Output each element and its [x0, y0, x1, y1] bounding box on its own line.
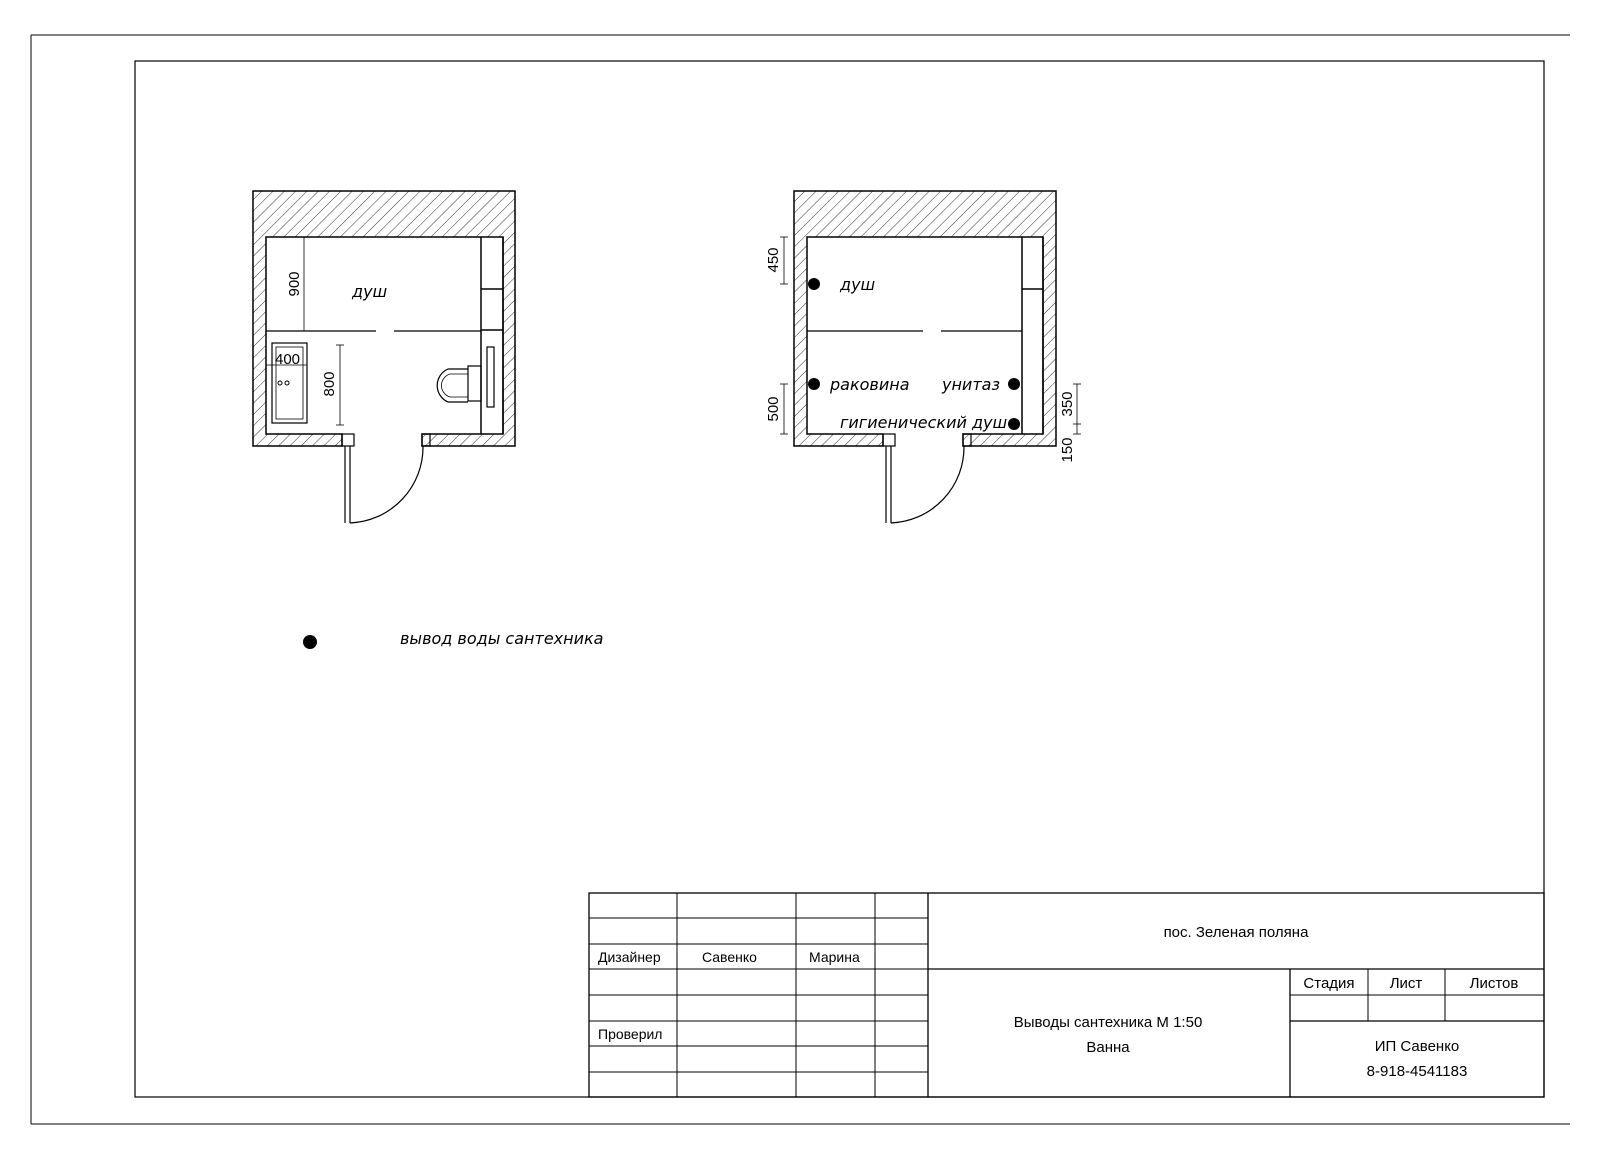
plan-left: душ 900 400 800 [252, 190, 516, 524]
dim-sink-width: 400 [275, 351, 300, 368]
shower-partition [480, 237, 504, 434]
door-left [341, 433, 431, 524]
water-outlet-toilet [1008, 378, 1020, 390]
legend: вывод воды сантехника [303, 629, 603, 649]
sink-drain [277, 380, 283, 386]
tb-company: ИП Савенко [1375, 1038, 1460, 1055]
title-block [588, 892, 1545, 1098]
label-shower-right: душ [839, 275, 876, 294]
water-outlet-shower [808, 278, 820, 290]
dim-sink-depth: 800 [321, 371, 338, 396]
tb-sheet-title: Выводы сантехника М 1:50 [1014, 1014, 1203, 1031]
label-shower-left: душ [351, 282, 388, 301]
sink-fixture [271, 342, 308, 424]
sink-tap [284, 380, 290, 386]
door-right [882, 433, 972, 524]
tb-stage-label: Стадия [1303, 975, 1354, 992]
water-outlet-bidet-shower [1008, 418, 1020, 430]
dim-bidet-height: 350 [1059, 391, 1076, 416]
tb-project: пос. Зеленая поляна [1164, 924, 1310, 941]
tb-sheets-label: Листов [1470, 975, 1519, 992]
label-sink: раковина [829, 375, 910, 394]
toilet-fixture [436, 346, 495, 408]
tb-designer-label: Дизайнер [598, 949, 661, 965]
dim-sink-height: 500 [765, 396, 782, 421]
tb-room: Ванна [1086, 1039, 1130, 1056]
tb-checked-label: Проверил [598, 1026, 662, 1042]
plan-right: душ раковина унитаз гигиенический душ 45… [765, 190, 1081, 524]
partition-right [1021, 237, 1044, 434]
dim-bidet-offset: 150 [1059, 437, 1076, 462]
wall-left-plan [252, 190, 516, 447]
sink-bowl [275, 346, 304, 420]
label-toilet: унитаз [941, 375, 1000, 394]
dim-shower-height: 450 [765, 247, 782, 272]
tb-designer-surname: Савенко [702, 949, 757, 965]
sheet-outer-border [30, 34, 1570, 1125]
label-bidet-shower: гигиенический душ [840, 413, 1007, 432]
legend-water-outlet-icon [303, 635, 317, 649]
dimension-lines-left [266, 237, 344, 426]
legend-water-outlet-label: вывод воды сантехника [400, 629, 603, 648]
water-outlet-sink [808, 378, 820, 390]
wall-right-plan [793, 190, 1057, 447]
dim-shower-depth: 900 [286, 271, 303, 296]
tb-sheet-label: Лист [1390, 975, 1423, 992]
tb-designer-name: Марина [809, 949, 860, 965]
tb-phone: 8-918-4541183 [1367, 1063, 1468, 1080]
dimension-lines-right [780, 236, 1081, 435]
